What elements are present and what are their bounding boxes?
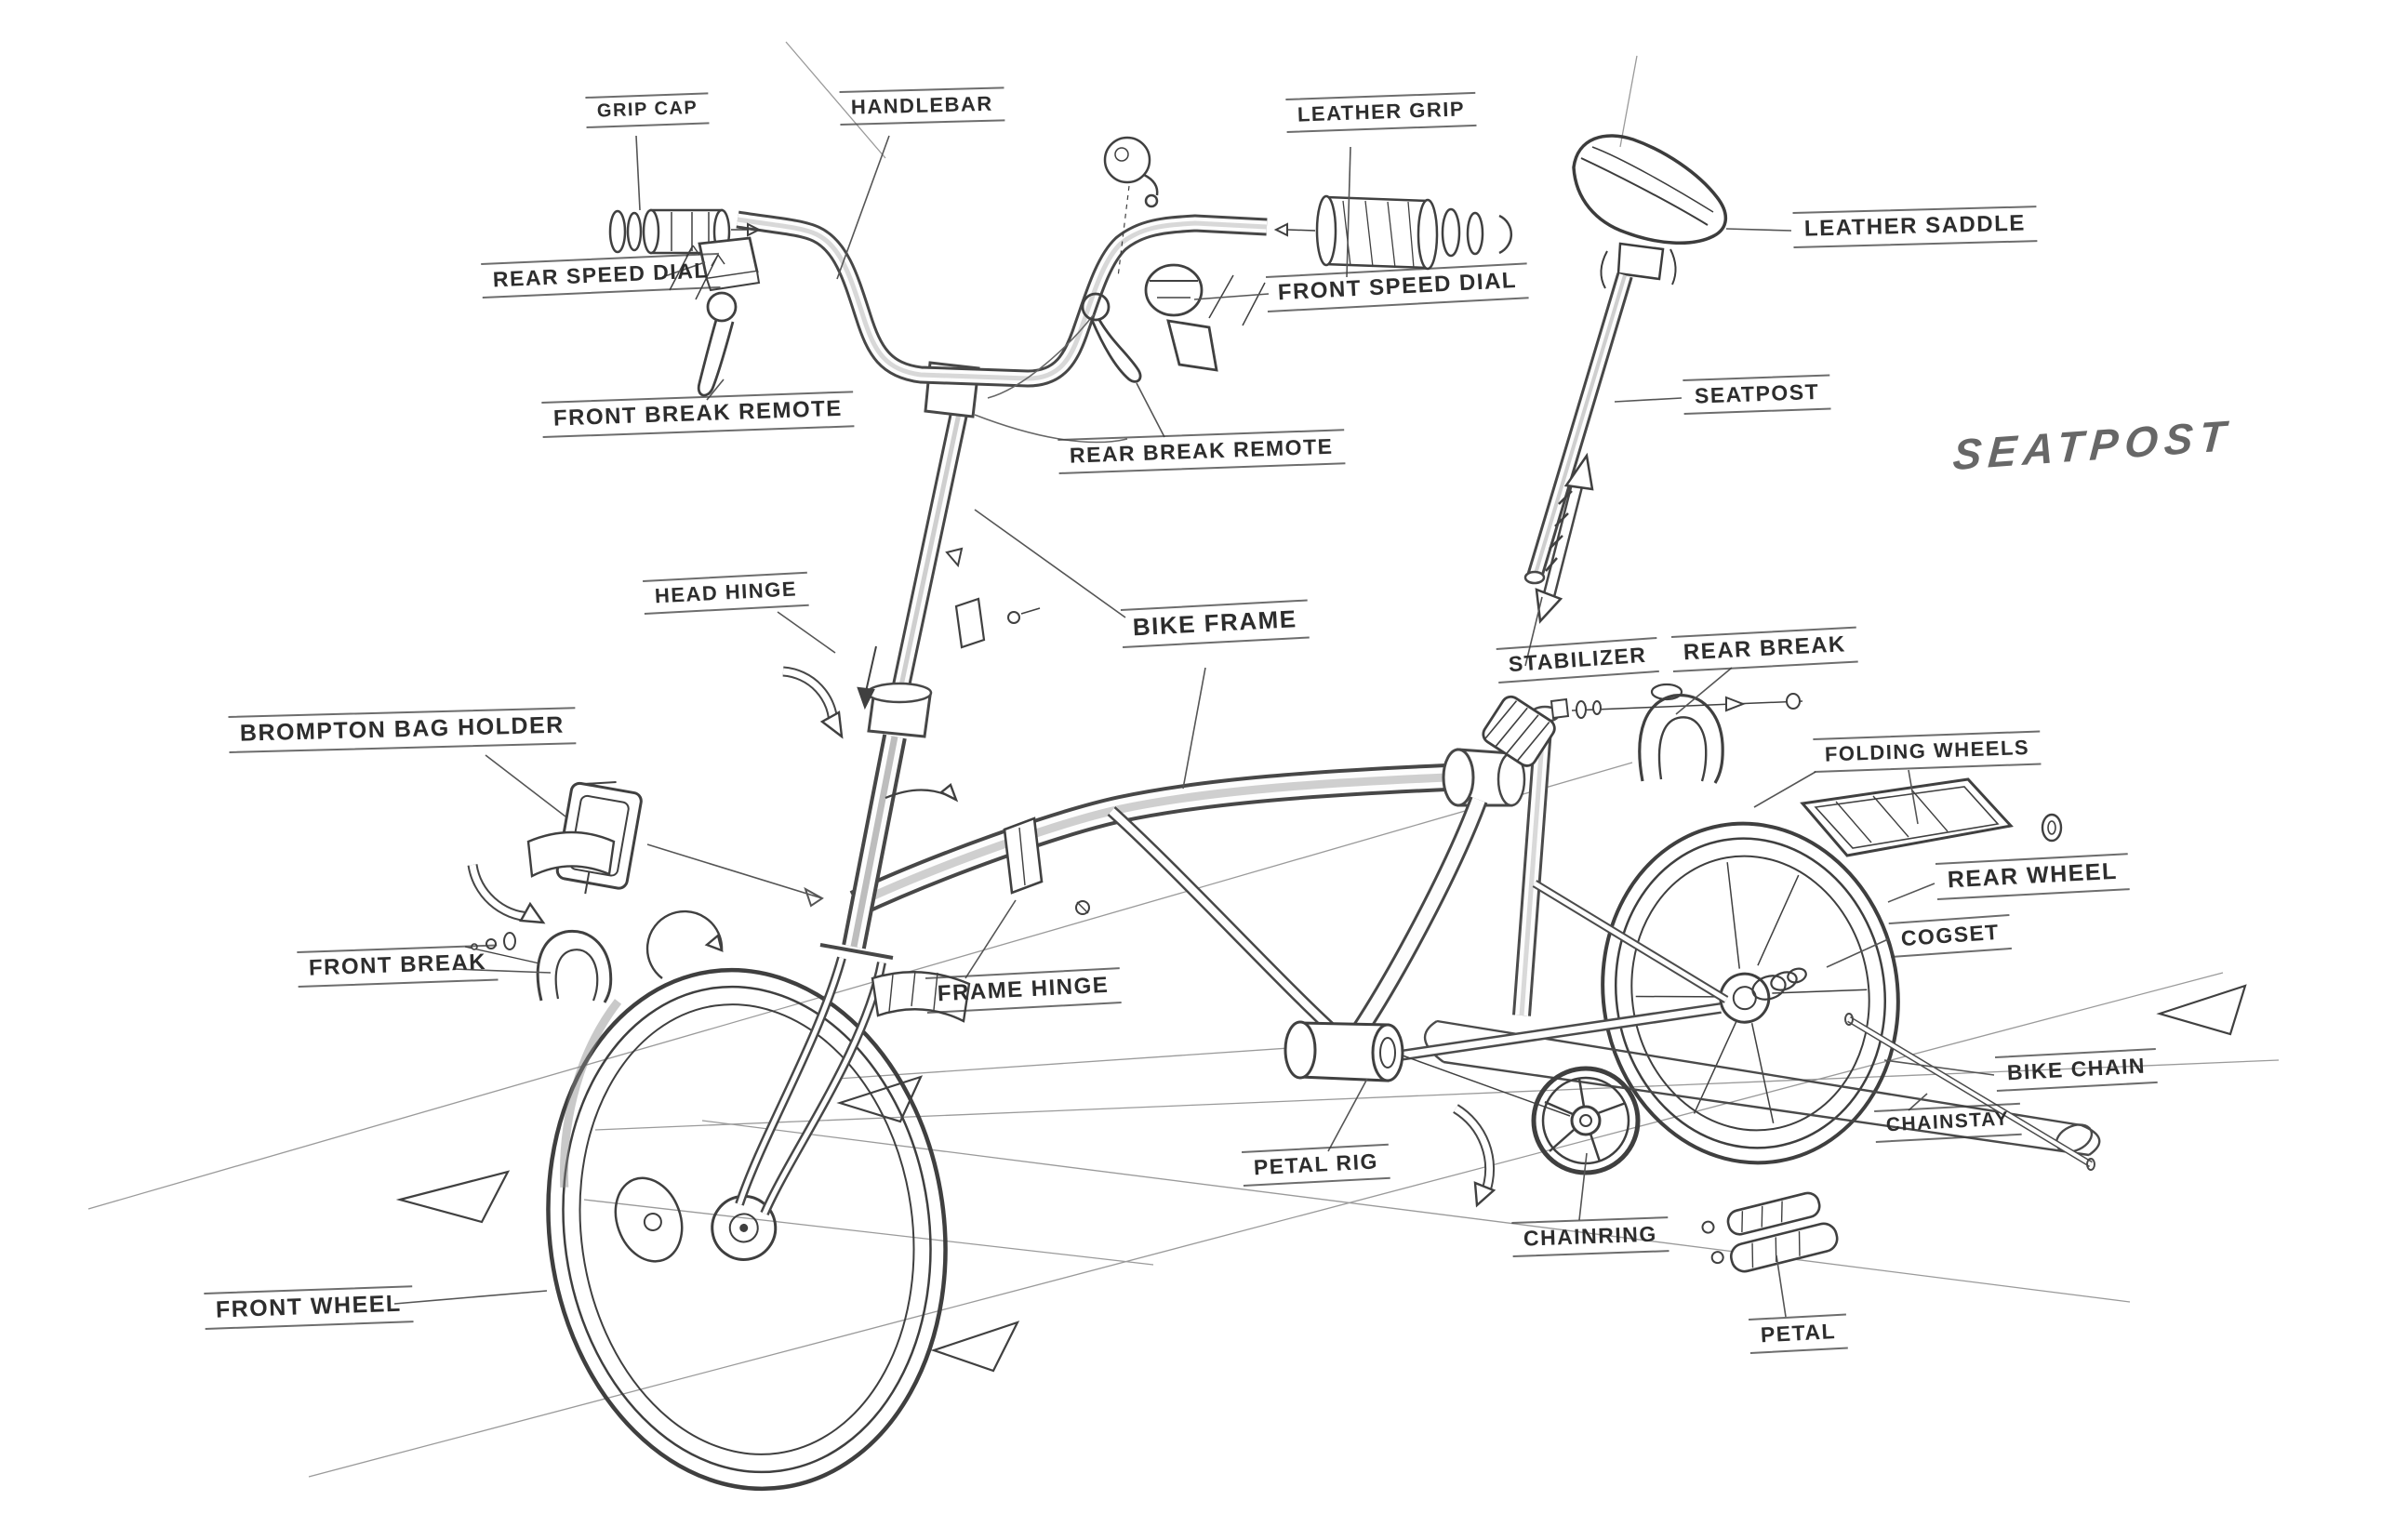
cogset-sketch <box>1751 967 1807 1001</box>
label-leather-grip: LEATHER GRIP <box>1285 91 1477 133</box>
frame-hinge-sketch <box>945 547 1090 915</box>
rear-speed-dial-sketch <box>669 236 761 292</box>
up-down-arrow <box>1535 452 1594 624</box>
label-seatpost: SEATPOST <box>1683 374 1831 415</box>
seatpost-sketch <box>1523 272 1633 585</box>
label-leather-saddle: LEATHER SADDLE <box>1792 206 2038 248</box>
petal-sketch <box>1701 1191 1839 1273</box>
front-break-remote-sketch <box>695 254 738 397</box>
label-leader-lines <box>393 135 1995 1318</box>
bag-holder-arrow <box>646 843 824 908</box>
label-chainring: CHAINRING <box>1511 1216 1669 1257</box>
label-front-break: FRONT BREAK <box>297 944 499 988</box>
folding-wheels-sketch <box>1800 777 2063 857</box>
rear-break-remote-sketch <box>1081 292 1142 383</box>
leather-grip-sketch <box>1273 194 1513 271</box>
label-handlebar: HANDLEBAR <box>839 86 1005 126</box>
front-break-sketch <box>464 929 613 1003</box>
perspective-guide-lines <box>87 41 2280 1478</box>
bike-frame-sketch <box>849 748 1526 1039</box>
rear-frame-sketch <box>1399 705 1729 1061</box>
front-speed-dial-sketch <box>1144 263 1266 372</box>
label-petal: PETAL <box>1749 1313 1849 1354</box>
leather-saddle-sketch <box>1572 134 1727 289</box>
label-grip-cap: GRIP CAP <box>585 92 710 128</box>
rear-wheel-sketch <box>1601 821 1900 1165</box>
stabilizer-sketch <box>1482 695 1556 767</box>
bell-sketch <box>1103 136 1159 278</box>
motion-arrows <box>395 645 2247 1373</box>
petal-rig-sketch <box>1284 1020 1571 1117</box>
handlebar-sketch <box>736 210 1268 444</box>
front-wheel-sketch <box>546 967 948 1492</box>
label-front-wheel: FRONT WHEEL <box>204 1285 414 1330</box>
stem-fork-sketch <box>735 361 980 1215</box>
chainstay-sketch <box>1844 1013 2095 1171</box>
rear-break-sketch <box>1550 683 1803 784</box>
